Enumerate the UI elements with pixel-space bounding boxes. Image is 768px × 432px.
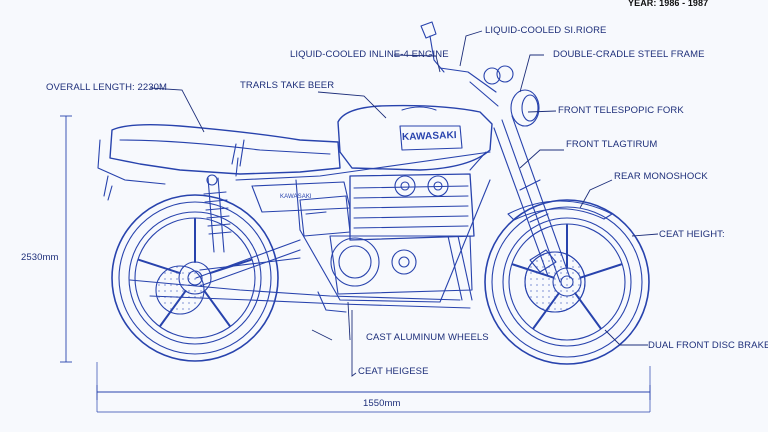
chain: [199, 257, 301, 271]
exhaust: [129, 235, 473, 309]
label-height-dim: 2530mm: [21, 252, 59, 263]
label-monoshock: REAR MONOSHOCK: [614, 171, 708, 182]
label-seat-height: CEAT HEIGHT:: [659, 229, 725, 240]
fuel-tank: [337, 104, 493, 171]
seat: [109, 123, 341, 175]
label-wheelbase: 1550mm: [363, 398, 401, 409]
label-wheels: CAST ALUMINUM WHEELS: [366, 332, 489, 343]
leader-lines: [149, 30, 659, 377]
frame: [235, 151, 491, 303]
label-trails: TRARLS TAKE BEER: [240, 80, 335, 91]
label-fork: FRONT TELESPOPIC FORK: [558, 105, 684, 116]
front-fork: [493, 115, 571, 283]
side-panel-brand-text: KAWASAKI: [280, 194, 312, 200]
label-frame: DOUBLE-CRADLE STEEL FRAME: [553, 49, 705, 60]
label-front-tl: FRONT TLAGTIRUM: [566, 139, 658, 150]
year-title: YEAR: 1986 - 1987: [628, 0, 709, 8]
tank-brand-text: KAWASAKI: [401, 130, 457, 143]
label-liquid-cooled: LIQUID-COOLED SI.RIORE: [485, 25, 607, 36]
rear-shock: [195, 157, 301, 287]
engine: [299, 173, 475, 295]
front-fender: [507, 200, 613, 221]
label-brakes: DUAL FRONT DISC BRAKES: [648, 340, 768, 351]
headlight: [420, 21, 540, 127]
label-engine: LIQUID-COOLED INLINE-4 ENGINE: [290, 49, 449, 60]
rear-fender: [97, 139, 166, 201]
dimension-lines: [60, 115, 651, 413]
front-wheel: [484, 199, 650, 365]
rear-wheel: [111, 194, 279, 362]
label-seat-heigese: CEAT HEIGESE: [358, 366, 429, 377]
footrest: [317, 291, 347, 313]
label-overall-length: OVERALL LENGTH: 2230M: [46, 82, 168, 93]
